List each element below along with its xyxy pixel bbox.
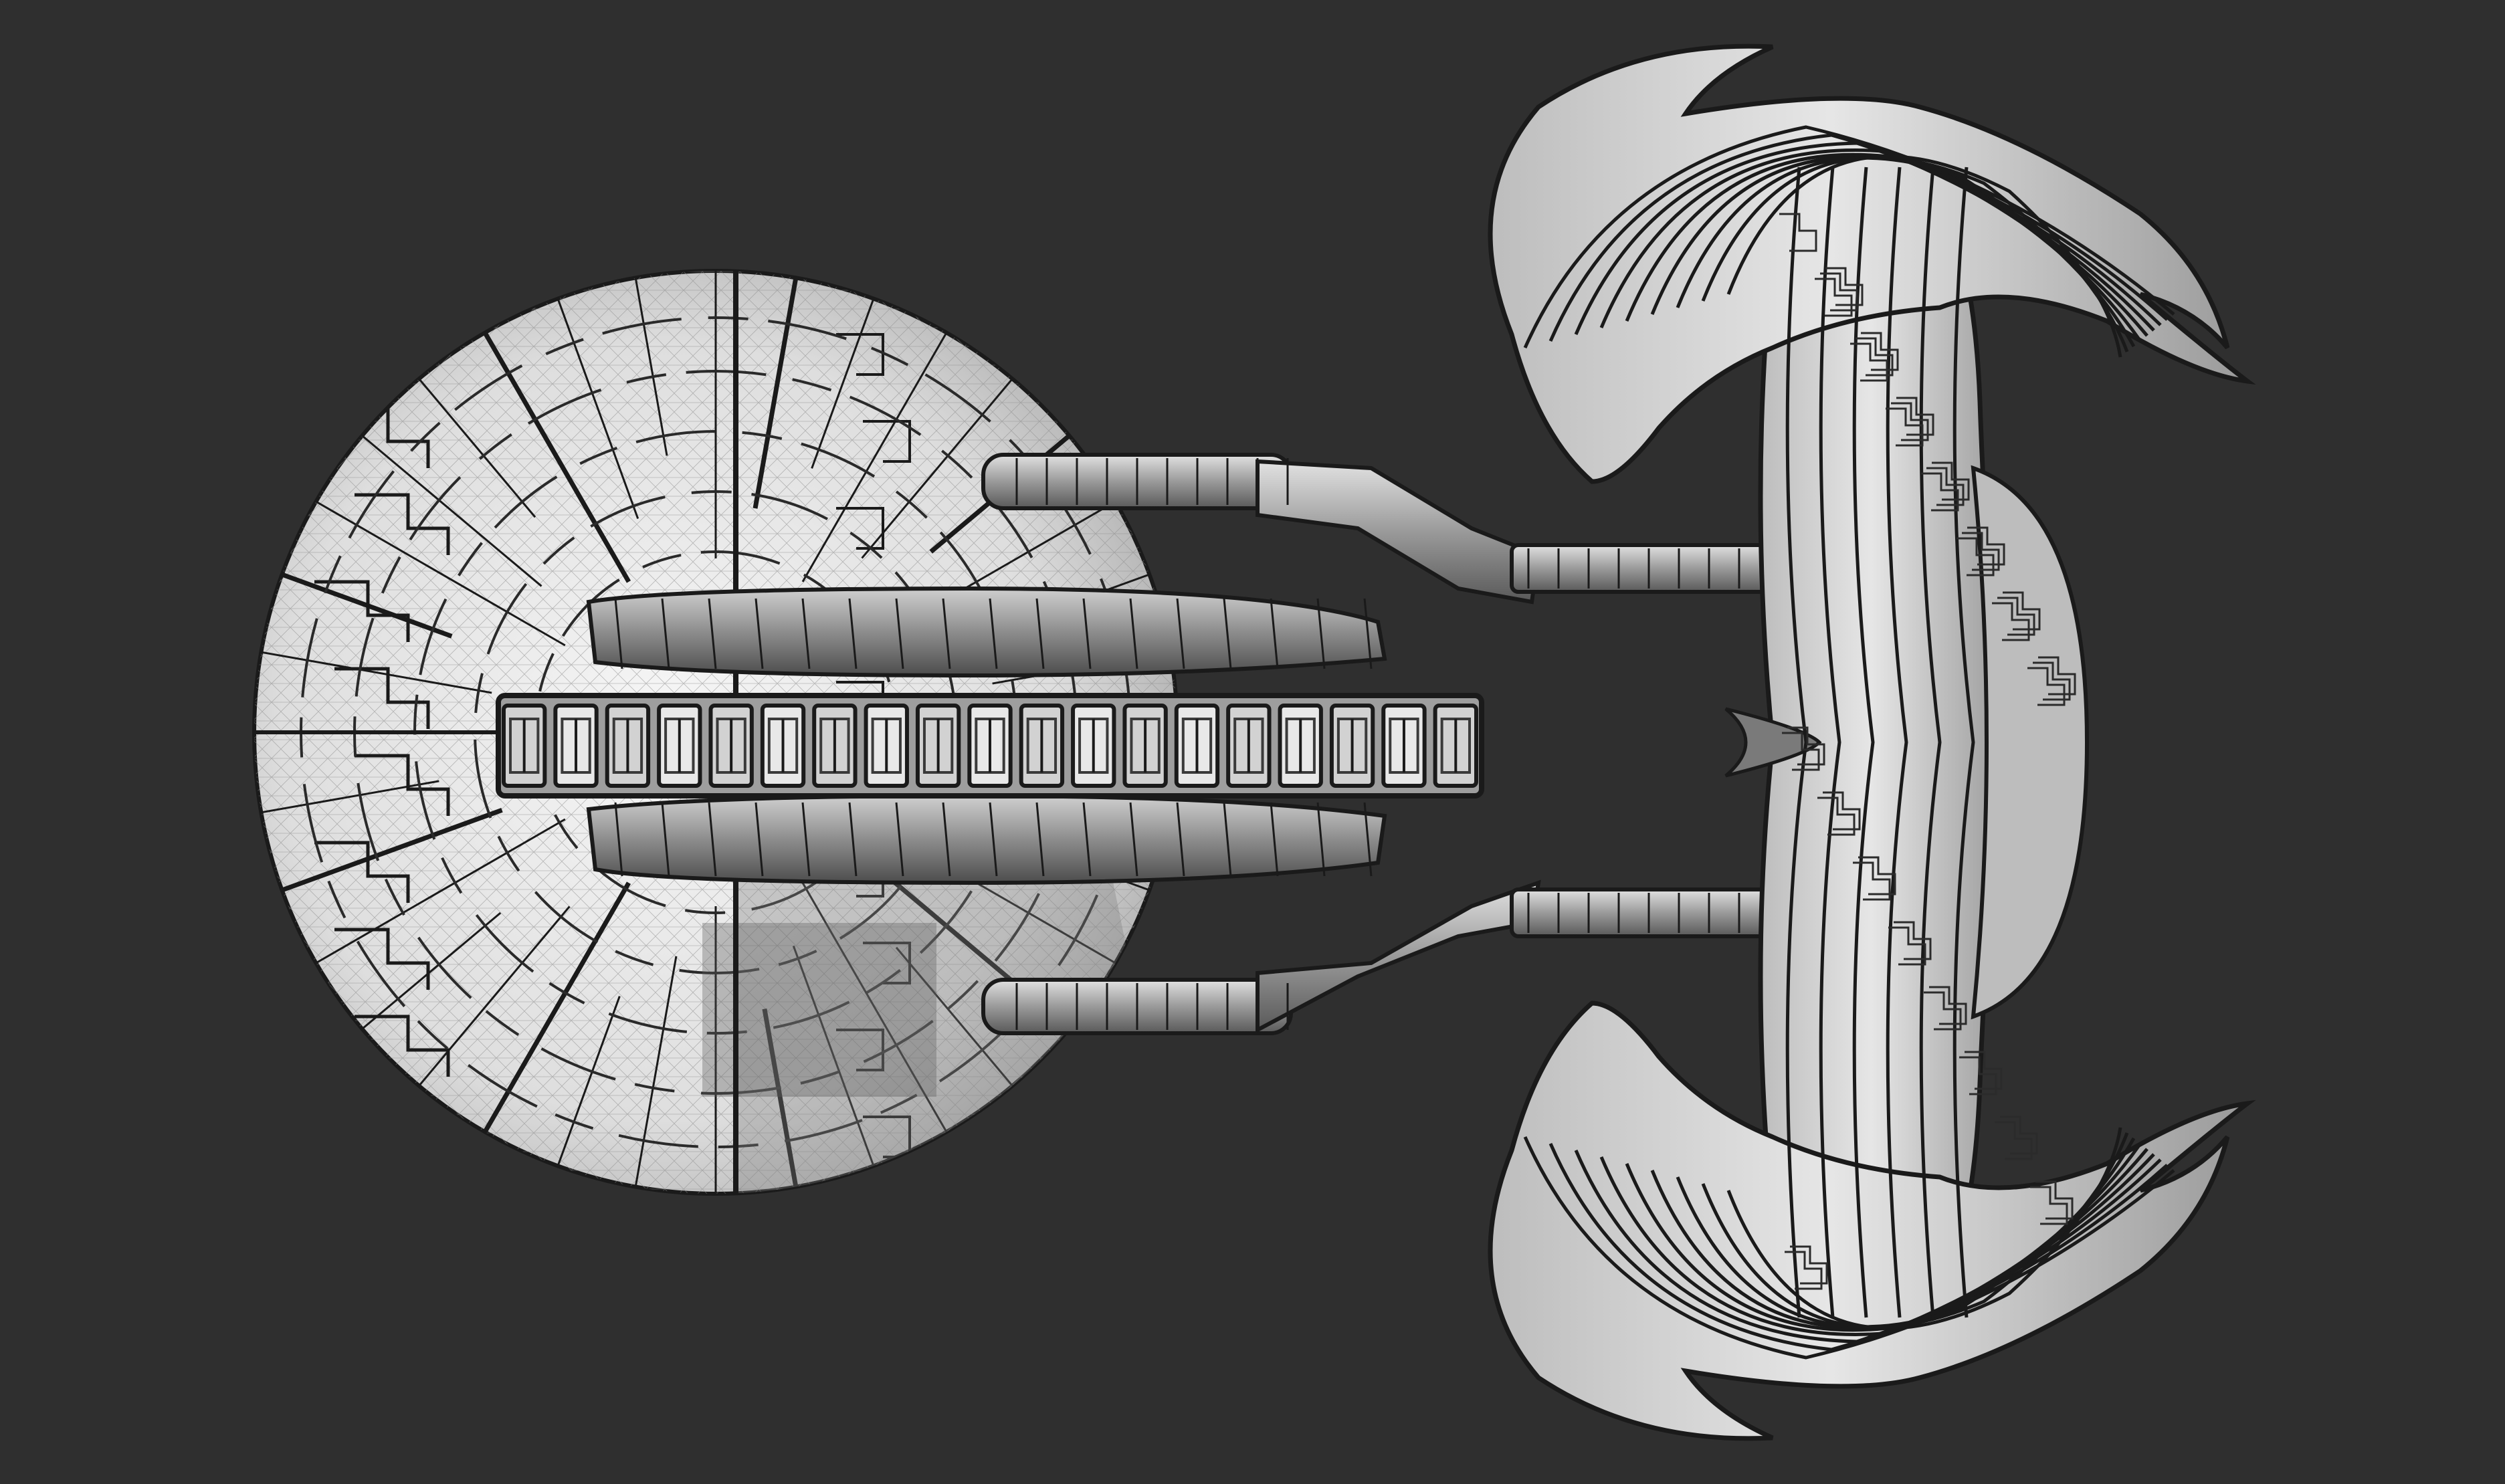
segmented-ring — [496, 693, 1484, 799]
lower-connector-arm — [981, 879, 1821, 1035]
upper-connector-arm — [981, 453, 1821, 605]
organic-claw-body — [1488, 43, 2256, 1441]
central-hub — [586, 586, 1387, 885]
